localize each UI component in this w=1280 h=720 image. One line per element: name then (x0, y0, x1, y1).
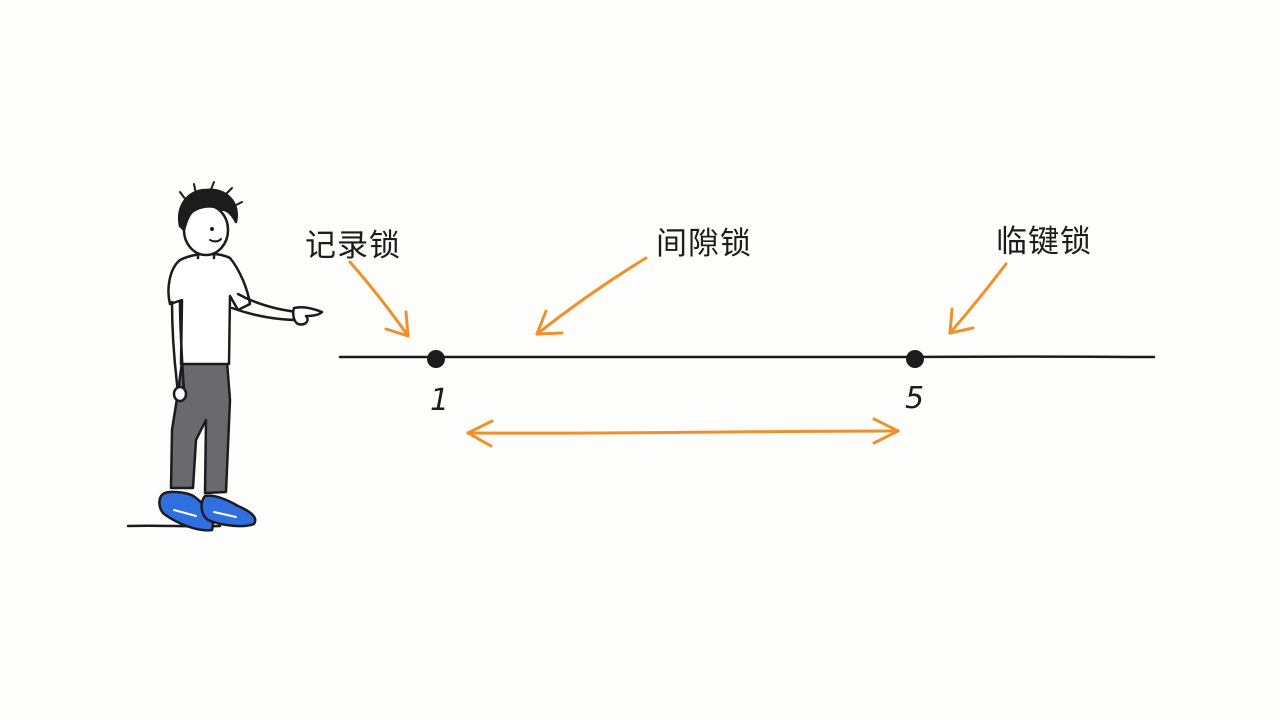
point-5-value: 5 (905, 381, 925, 416)
left-arm (170, 300, 180, 394)
record-lock-label: 记录锁 (305, 228, 401, 264)
gap-lock-label: 间隙锁 (656, 226, 752, 262)
hair (177, 188, 238, 232)
range-double-arrow (466, 417, 900, 448)
right-shoe (200, 494, 257, 528)
next-key-lock-arrow (948, 262, 1008, 335)
point-1-value: 1 (430, 383, 450, 418)
person-figure (126, 181, 324, 532)
left-shoe (158, 490, 215, 532)
pants (169, 360, 232, 495)
record-lock-arrow (348, 260, 410, 338)
number-line (338, 355, 1156, 359)
point-5-dot (906, 350, 924, 368)
pointing-hand (291, 305, 324, 326)
gap-lock-arrow (535, 256, 648, 336)
point-1-dot (427, 350, 445, 368)
next-key-lock-label: 临键锁 (996, 224, 1092, 260)
